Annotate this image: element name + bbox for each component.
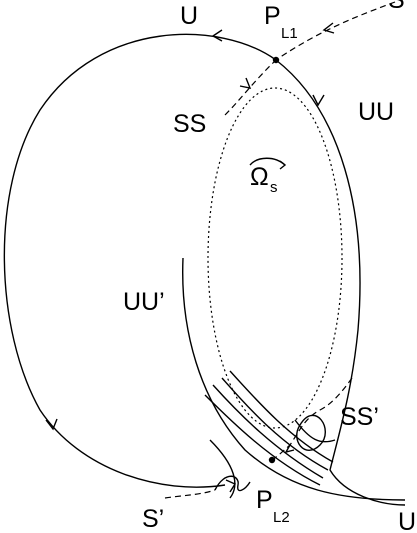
arrow-uu [312, 94, 325, 107]
label-u-top: U [180, 2, 198, 30]
omega-overarrow-head [279, 160, 287, 170]
equilibrium-pl1 [272, 56, 280, 64]
periodic-orbit-omega-s [207, 87, 343, 429]
arrow-u-left [45, 418, 58, 431]
label-ss-prime: SS’ [340, 403, 379, 431]
label-uu: UU [358, 98, 394, 126]
unstable-manifold-uu-branch [275, 59, 406, 506]
stable-manifold-ss [224, 59, 277, 116]
stable-manifold-ss-prime [271, 377, 353, 461]
label-pl1-sub: L1 [281, 25, 298, 42]
homoclinic-tangle [204, 370, 336, 499]
label-ss: SS [173, 110, 206, 138]
label-pl2-sub: L2 [273, 509, 290, 526]
stable-manifold-s-prime [164, 489, 216, 499]
label-omega-main: Ω [250, 163, 269, 191]
label-s-prime: S’ [142, 505, 164, 533]
stable-manifold-s-top [275, 1, 396, 61]
unstable-manifold-u-outer-loop [3, 33, 277, 488]
equilibrium-pl2 [268, 456, 276, 464]
label-s-top: S [388, 0, 405, 14]
arrow-s-prime [225, 479, 237, 493]
label-pl2-main: P [256, 486, 273, 514]
arrow-u-top [211, 29, 223, 42]
label-pl1-main: P [264, 2, 281, 30]
label-uu-prime: UU’ [123, 288, 165, 316]
s-prime-wiggle [214, 475, 251, 492]
label-omega-sub: s [270, 179, 278, 196]
ss-prime-wiggle [296, 414, 326, 451]
label-u-bottom: U [398, 508, 416, 533]
arrow-ss-prime [284, 444, 295, 454]
arrow-s-top [322, 22, 335, 34]
unstable-manifold-uu-prime-branch [182, 257, 406, 501]
arrow-ss [239, 77, 252, 89]
